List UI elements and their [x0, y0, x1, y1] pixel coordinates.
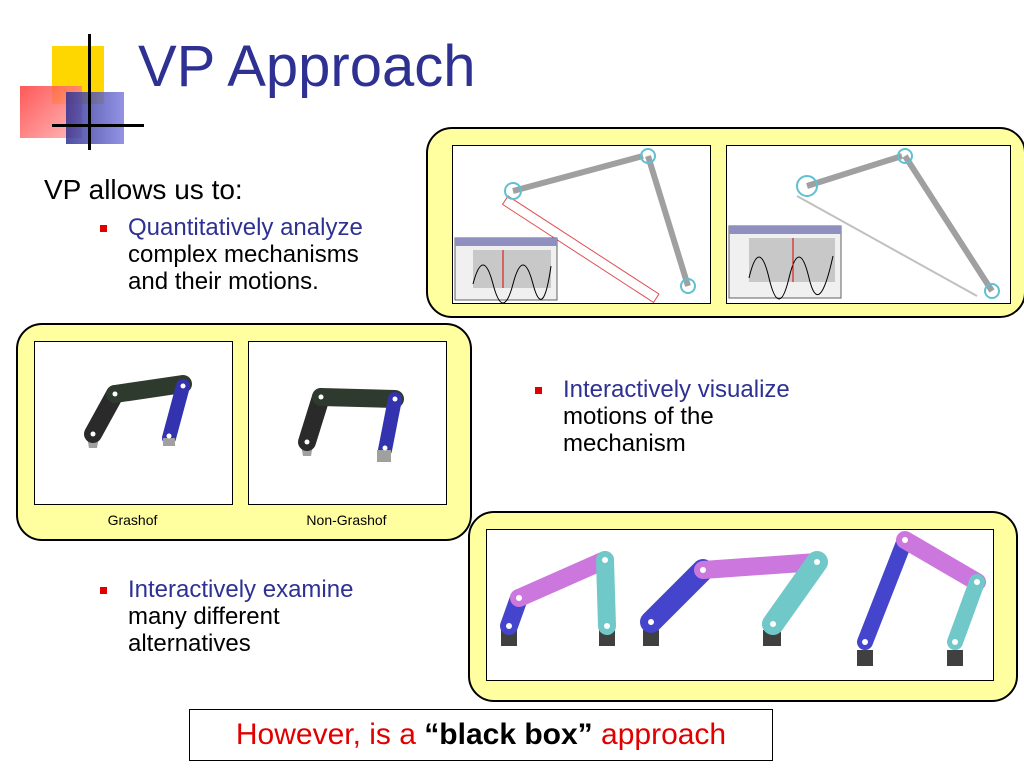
caption-non-grashof: Non-Grashof: [306, 512, 387, 528]
intro-text: VP allows us to:: [44, 174, 243, 205]
conclusion-suffix: approach: [592, 718, 727, 751]
bullet-quantitative: Quantitatively analyze complex mechanism…: [100, 214, 428, 295]
conclusion-prefix: However, is a: [235, 718, 425, 751]
analysis-panel: [426, 127, 1024, 318]
grashof-panel: Grashof Non-Grashof: [16, 323, 472, 541]
bullet-highlight: Interactively examine: [128, 576, 354, 603]
linkage-variants: [500, 531, 986, 666]
grashof-linkage: [84, 375, 192, 448]
grashof-image: [34, 341, 233, 505]
bullet-line: mechanism: [563, 430, 686, 457]
non-grashof-linkage: [298, 388, 404, 462]
bullet-marker: [100, 225, 107, 232]
caption-grashof: Grashof: [107, 512, 158, 528]
bullet-line: alternatives: [128, 630, 251, 657]
mechanism-3d-render: [728, 148, 1000, 300]
alternatives-panel: [468, 511, 1018, 702]
alternatives-image: [486, 529, 994, 681]
decorative-logo: [14, 34, 144, 154]
bullet-examine: Interactively examine many different alt…: [100, 576, 428, 657]
mechanism-3d-render: [454, 148, 696, 304]
cad-screenshot-2: [726, 145, 1011, 304]
bullet-visualize: Interactively visualize motions of the m…: [535, 376, 863, 457]
cad-screenshot-1: [452, 145, 711, 304]
conclusion-box: However, is a “black box” approach: [189, 709, 773, 761]
bullet-highlight: Quantitatively analyze: [128, 214, 363, 241]
non-grashof-image: [248, 341, 447, 505]
bullet-line: many different: [128, 603, 280, 630]
conclusion-emphasis: “black box”: [424, 718, 593, 751]
bullet-line: and their motions.: [128, 268, 319, 295]
bullet-marker: [535, 387, 542, 394]
bullet-line: motions of the: [563, 403, 714, 430]
bullet-marker: [100, 587, 107, 594]
bullet-line: complex mechanisms: [128, 241, 359, 268]
bullet-highlight: Interactively visualize: [563, 376, 790, 403]
slide-title: VP Approach: [138, 34, 476, 99]
